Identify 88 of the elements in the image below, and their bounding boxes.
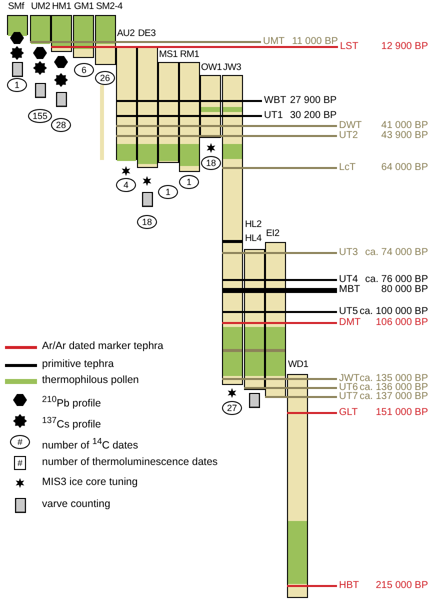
legend-text: number of thermoluminescence dates — [42, 457, 218, 468]
core-label: AU2 — [117, 28, 135, 39]
tephra-marker-line — [222, 278, 337, 282]
tephra-age: 64 000 BP — [381, 162, 428, 173]
legend-text: thermophilous pollen — [42, 375, 139, 386]
tephra-marker-line — [287, 412, 337, 414]
tephra-name: UT7 — [339, 391, 358, 402]
tephra-marker-line — [51, 46, 338, 48]
date-count: 1 — [7, 78, 27, 92]
core-label: SMf — [8, 1, 24, 12]
tephra-age: 12 900 BP — [381, 41, 428, 52]
tephra-marker-line — [222, 252, 337, 254]
tephra-name: UT6 — [339, 382, 358, 393]
date-count: 6 — [74, 63, 94, 77]
core-label: HL2 — [245, 219, 262, 230]
tephra-age: 30 200 BP — [290, 110, 337, 121]
tephra-age: 27 900 BP — [290, 95, 337, 106]
date-count: 18 — [137, 215, 157, 229]
date-count: 4 — [116, 178, 136, 192]
date-count: 27 — [222, 401, 242, 415]
tephra-age: 43 900 BP — [381, 130, 428, 141]
tephra-marker-line — [116, 124, 337, 128]
tephra-marker-line — [116, 100, 262, 102]
tephra-marker-line — [222, 322, 337, 324]
core-label: OW1 — [201, 62, 222, 73]
tephra-age: ca. 100 000 BP — [360, 306, 428, 317]
tephra-marker-line — [265, 396, 337, 398]
tephra-marker-line — [222, 378, 337, 380]
tephra-name: UT2 — [339, 130, 358, 141]
core-label: SM2-4 — [96, 1, 122, 12]
legend-text: $^{137}$Cs profile — [42, 415, 101, 430]
core-label: GM1 — [74, 1, 94, 12]
tephra-name: HBT — [339, 580, 359, 591]
tephra-marker-line — [222, 288, 337, 292]
tephra-name: UMT — [263, 36, 285, 47]
tephra-marker-line — [222, 166, 337, 170]
tephra-name: UT1 — [264, 110, 283, 121]
tephra-age: 80 000 BP — [381, 284, 428, 295]
core-label: UM2 — [31, 1, 50, 12]
tephra-name: DWT — [339, 120, 362, 131]
tephra-marker-line — [116, 114, 262, 118]
tephra-name: WBT — [264, 95, 286, 106]
tephra-name: MBT — [339, 284, 360, 295]
legend-text: varve counting — [42, 499, 110, 510]
core-label: HM1 — [52, 1, 72, 12]
date-count: 1 — [158, 185, 178, 199]
tephra-marker-line — [116, 134, 337, 138]
hash-square: # — [14, 456, 26, 470]
date-count: 28 — [51, 118, 71, 132]
tephra-marker-line — [244, 386, 337, 390]
date-count: 155 — [28, 109, 52, 123]
tephra-name: UT5 — [339, 306, 358, 317]
tephra-age: ca. 76 000 BP — [365, 274, 428, 285]
date-count: 26 — [95, 71, 115, 85]
tephra-age: ca. 136 000 BP — [360, 382, 428, 393]
legend-text: number of $^{14}$C dates — [42, 436, 138, 452]
tephra-name: GLT — [339, 407, 358, 418]
tephra-name: UT3 — [339, 247, 358, 258]
core-label: JW3 — [223, 62, 242, 73]
core-label: WD1 — [288, 359, 308, 370]
tephra-age: 11 000 BP — [292, 36, 338, 47]
tephra-marker-line — [30, 40, 261, 44]
core-label: RM1 — [180, 49, 200, 60]
tephra-age: ca. 74 000 BP — [365, 247, 428, 258]
tephra-name: LcT — [339, 162, 356, 173]
tephra-marker-line — [222, 310, 337, 314]
date-count: 1 — [179, 175, 199, 189]
core-label: HL4 — [245, 233, 262, 244]
core-label: DE3 — [138, 28, 156, 39]
legend-text: MIS3 ice core tuning — [42, 477, 138, 488]
tephra-name: DMT — [339, 317, 361, 328]
tephra-marker-line — [287, 584, 337, 588]
tephra-name: LST — [340, 41, 358, 52]
hash-ellipse: # — [10, 435, 30, 449]
legend-text: primitive tephra — [42, 359, 114, 370]
tephra-age: 215 000 BP — [376, 580, 428, 591]
legend-text: Ar/Ar dated marker tephra — [42, 341, 164, 352]
tephra-age: ca. 137 000 BP — [360, 391, 428, 402]
core-label: MS1 — [159, 49, 178, 60]
tephra-name: UT4 — [339, 274, 358, 285]
date-count: 18 — [201, 156, 221, 170]
legend-text: $^{210}$Pb profile — [42, 394, 101, 410]
tephra-name: JWT — [339, 373, 360, 384]
tephra-age: 106 000 BP — [376, 317, 428, 328]
tephra-age: 151 000 BP — [376, 407, 428, 418]
tephra-age: ca. 135 000 BP — [360, 373, 428, 384]
core-label: EI2 — [266, 228, 280, 239]
tephra-age: 41 000 BP — [381, 120, 428, 131]
